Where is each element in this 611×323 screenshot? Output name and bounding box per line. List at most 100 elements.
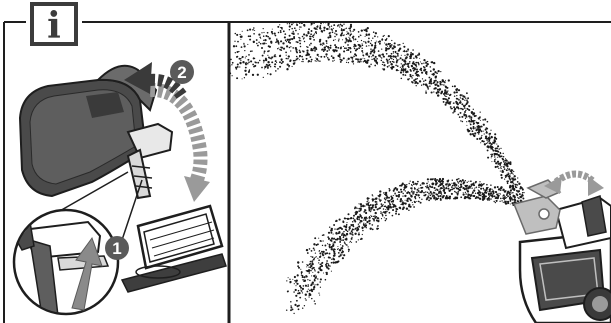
snow-dot — [275, 56, 276, 57]
snow-dot — [289, 29, 290, 30]
snow-dot — [488, 194, 490, 196]
snow-dot — [465, 97, 466, 98]
snow-dot — [433, 178, 435, 180]
snow-dot — [503, 161, 505, 163]
snow-dot — [441, 181, 442, 182]
snow-dot — [476, 187, 477, 188]
snow-dot — [455, 186, 456, 187]
snow-dot — [511, 192, 512, 193]
snow-dot — [310, 256, 311, 257]
snow-dot — [462, 98, 464, 100]
snow-dot — [364, 29, 366, 31]
snow-dot — [491, 157, 492, 158]
snow-dot — [242, 78, 243, 79]
snow-dot — [347, 231, 349, 233]
snow-dot — [269, 37, 271, 39]
snow-dot — [315, 252, 316, 253]
snow-dot — [253, 41, 255, 43]
snow-dot — [474, 132, 476, 134]
snow-dot — [397, 53, 399, 55]
snow-dot — [369, 216, 370, 217]
snow-dot — [309, 294, 311, 296]
snow-dot — [338, 39, 339, 40]
snow-dot — [425, 61, 427, 63]
snow-dot — [339, 241, 340, 242]
snow-dot — [404, 70, 405, 71]
snow-dot — [502, 171, 504, 173]
snow-dot — [289, 23, 290, 24]
snow-dot — [320, 56, 322, 58]
snow-dot — [314, 22, 315, 23]
snow-dot — [456, 89, 458, 91]
snow-dot — [507, 161, 508, 162]
snow-dot — [354, 44, 356, 46]
snow-dot — [456, 95, 457, 96]
snow-dot — [342, 221, 344, 223]
snow-dot — [521, 194, 523, 196]
snow-dot — [470, 123, 471, 124]
snow-dot — [394, 42, 396, 44]
snow-dot — [517, 184, 518, 185]
snow-dot — [425, 191, 427, 193]
snow-dot — [316, 256, 317, 257]
snow-dot — [249, 29, 251, 31]
snow-dot — [510, 203, 511, 204]
snow-dot — [474, 188, 475, 189]
snow-dot — [434, 187, 435, 188]
snow-dot — [367, 218, 368, 219]
snow-dot — [351, 242, 352, 243]
snow-dot — [348, 62, 349, 63]
snow-dot — [412, 185, 413, 186]
snow-dot — [364, 226, 366, 228]
snow-dot — [415, 55, 417, 57]
snow-dot — [415, 72, 417, 74]
snow-dot — [346, 28, 347, 29]
snow-dot — [236, 77, 238, 79]
snow-dot — [249, 35, 251, 37]
snow-spray-far — [229, 22, 525, 202]
snow-dot — [405, 74, 407, 76]
snow-dot — [418, 53, 420, 55]
snow-dot — [439, 90, 440, 91]
snow-dot — [365, 36, 366, 37]
snow-dot — [512, 185, 514, 187]
snow-dot — [449, 197, 451, 199]
snow-dot — [395, 65, 397, 67]
snow-dot — [365, 30, 367, 32]
snow-dot — [379, 194, 381, 196]
snow-dot — [366, 201, 367, 202]
snow-dot — [350, 57, 351, 58]
snow-dot — [501, 155, 503, 157]
snow-dot — [375, 32, 377, 34]
snow-dot — [345, 47, 347, 49]
snow-dot — [451, 186, 453, 188]
snow-dot — [443, 195, 445, 197]
snow-dot — [323, 272, 324, 273]
snow-dot — [353, 29, 355, 31]
snow-dot — [401, 78, 403, 80]
snow-dot — [373, 216, 374, 217]
snow-dot — [309, 272, 310, 273]
snow-dot — [487, 121, 489, 123]
snow-dot — [386, 196, 388, 198]
snow-dot — [303, 24, 305, 26]
snow-dot — [435, 181, 436, 182]
snow-dot — [433, 82, 435, 84]
snow-dot — [336, 239, 338, 241]
snow-dot — [309, 290, 311, 292]
snow-dot — [281, 28, 282, 29]
snow-dot — [381, 218, 382, 219]
snow-dot — [264, 68, 265, 69]
snow-dot — [353, 63, 354, 64]
snow-dot — [483, 188, 485, 190]
snow-dot — [360, 205, 362, 207]
snow-dot — [429, 184, 430, 185]
snow-dot — [454, 108, 456, 110]
snow-dot — [426, 71, 427, 72]
snow-dot — [318, 238, 319, 239]
snow-dot — [332, 261, 334, 263]
snow-dot — [352, 221, 354, 223]
snow-dot — [433, 91, 434, 92]
snow-dot — [363, 41, 364, 42]
snow-dot — [447, 90, 448, 91]
